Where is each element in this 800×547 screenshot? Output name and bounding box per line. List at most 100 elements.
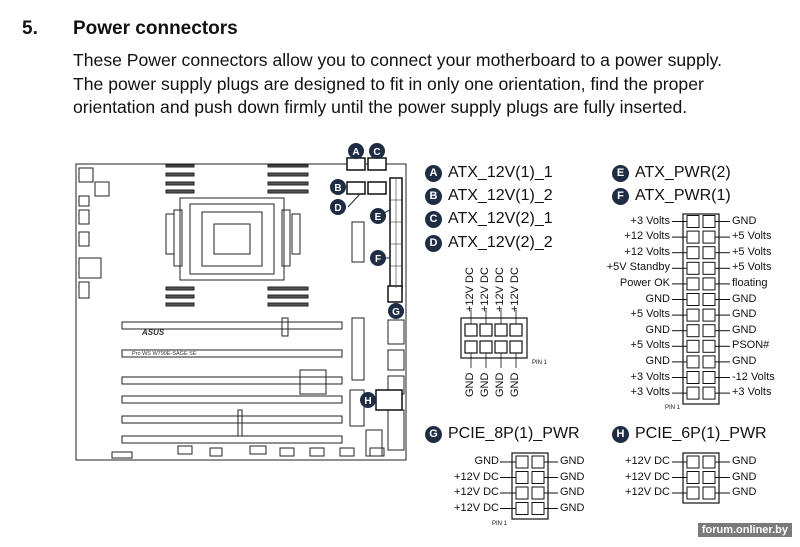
pcie-slot [121,349,343,358]
pin-label-right: +5 Volts [732,245,772,258]
pcie-slot [121,435,343,444]
pin-square [515,502,529,515]
callout-letter: B [334,183,341,194]
pin-square [686,371,700,384]
pin-label-right: GND [560,470,585,483]
pin-square [702,371,716,384]
pin-square [702,471,716,484]
io-port [78,257,102,279]
pin-label-right: GND [732,486,757,498]
pin-square [531,455,545,469]
pin-label-left: +12V DC [625,470,670,483]
legend-label: ATX_12V(2)_1 [448,210,553,227]
paragraph-line: orientation and push down firmly until t… [73,97,688,117]
pcie-8p-title: PCIE_8P(1)_PWR [448,425,580,442]
pcie-8p-pin1-label: PIN 1 [492,521,508,527]
badge-c: C [425,210,442,228]
pin-label-right: PSON# [732,339,770,352]
pin-square [531,486,545,500]
pin-square [686,215,700,228]
section-paragraph: These Power connectors allow you to conn… [73,49,793,120]
badge-d: D [425,234,442,252]
pin-square [515,471,529,484]
pin-square [686,324,700,338]
pin-label-right: GND [732,214,757,227]
pin-square [515,486,529,500]
legend-label: ATX_PWR(2) [635,164,731,181]
pin-label-left: +12V DC [625,486,670,498]
pin-square [702,261,716,275]
pin-square [686,230,700,244]
paragraph-line: The power supply plugs are designed to f… [73,73,704,94]
callout-letter: D [334,203,341,214]
pin-square [531,471,545,484]
pin-label-right: -12 Volts [732,370,775,383]
pin-square [686,386,700,400]
badge-b: B [425,187,442,205]
atx12v-top-pin-label: +12V DC [509,267,521,312]
pin-square [702,230,716,244]
pin-label-right: +5 Volts [732,261,772,274]
pin-label-right: GND [560,486,585,498]
pin-label-left: +12V DC [625,455,670,467]
pin-label-left: +3 Volts [630,214,670,227]
section-number: 5. [22,18,38,39]
pin-square [702,486,716,500]
atx12v-bottom-pin-label: GND [509,372,521,397]
pin-square [686,246,700,260]
pin-label-left: +3 Volts [630,370,670,383]
pin-label-right: +5 Volts [732,230,772,243]
callout-g [388,303,404,319]
pin-label-left: +12V DC [454,501,499,514]
pin-square [686,339,700,353]
pin-square [702,246,716,260]
callout-letter: E [375,212,382,223]
pin-label-left: +12 Volts [624,245,670,258]
pcie-slot [121,415,343,424]
pin-label-right: GND [560,455,585,467]
badge-a: A [425,164,442,182]
pin-square [702,277,716,291]
pin-label-right: GND [732,354,757,367]
callout-c [369,143,385,159]
pin-square [686,455,700,469]
callout-f [370,250,386,266]
pin-label-left: GND [645,323,670,336]
pin-label-right: GND [732,455,757,467]
atx12v-bottom-pin-label: GND [479,372,491,397]
pin-square [515,455,529,469]
pin-square [531,502,545,515]
pin-square [702,308,716,322]
pin-label-left: +5 Volts [630,339,670,352]
asus-logo: ASUS [141,328,165,337]
pin-label-left: GND [645,292,670,305]
pin-label-right: floating [732,276,768,289]
pcie-slot [121,395,343,404]
io-port [78,195,90,207]
atx12v-top-pin-label: +12V DC [479,267,491,312]
atx12v-bottom-pin-label: GND [464,372,476,397]
pin-square [702,324,716,338]
legend-label: ATX_PWR(1) [635,187,731,204]
pin-label-right: GND [732,470,757,483]
pin-label-left: +5V Standby [606,261,670,274]
pin-label-left: +3 Volts [630,386,670,399]
callout-letter: F [375,254,381,265]
callout-e [370,208,386,224]
legend-label: ATX_12V(1)_1 [448,164,553,181]
pin-label-right: GND [732,308,757,321]
pin-label-right: +3 Volts [732,386,772,399]
io-port [78,167,94,183]
pin-label-left: Power OK [619,276,670,289]
atx12v-2-1-connector [367,157,387,171]
chipset [299,369,327,395]
pin-label-left: +12V DC [454,486,499,498]
atx12v-bottom-pin-label: GND [494,372,506,397]
pin-square [686,261,700,275]
pin-square [702,355,716,369]
